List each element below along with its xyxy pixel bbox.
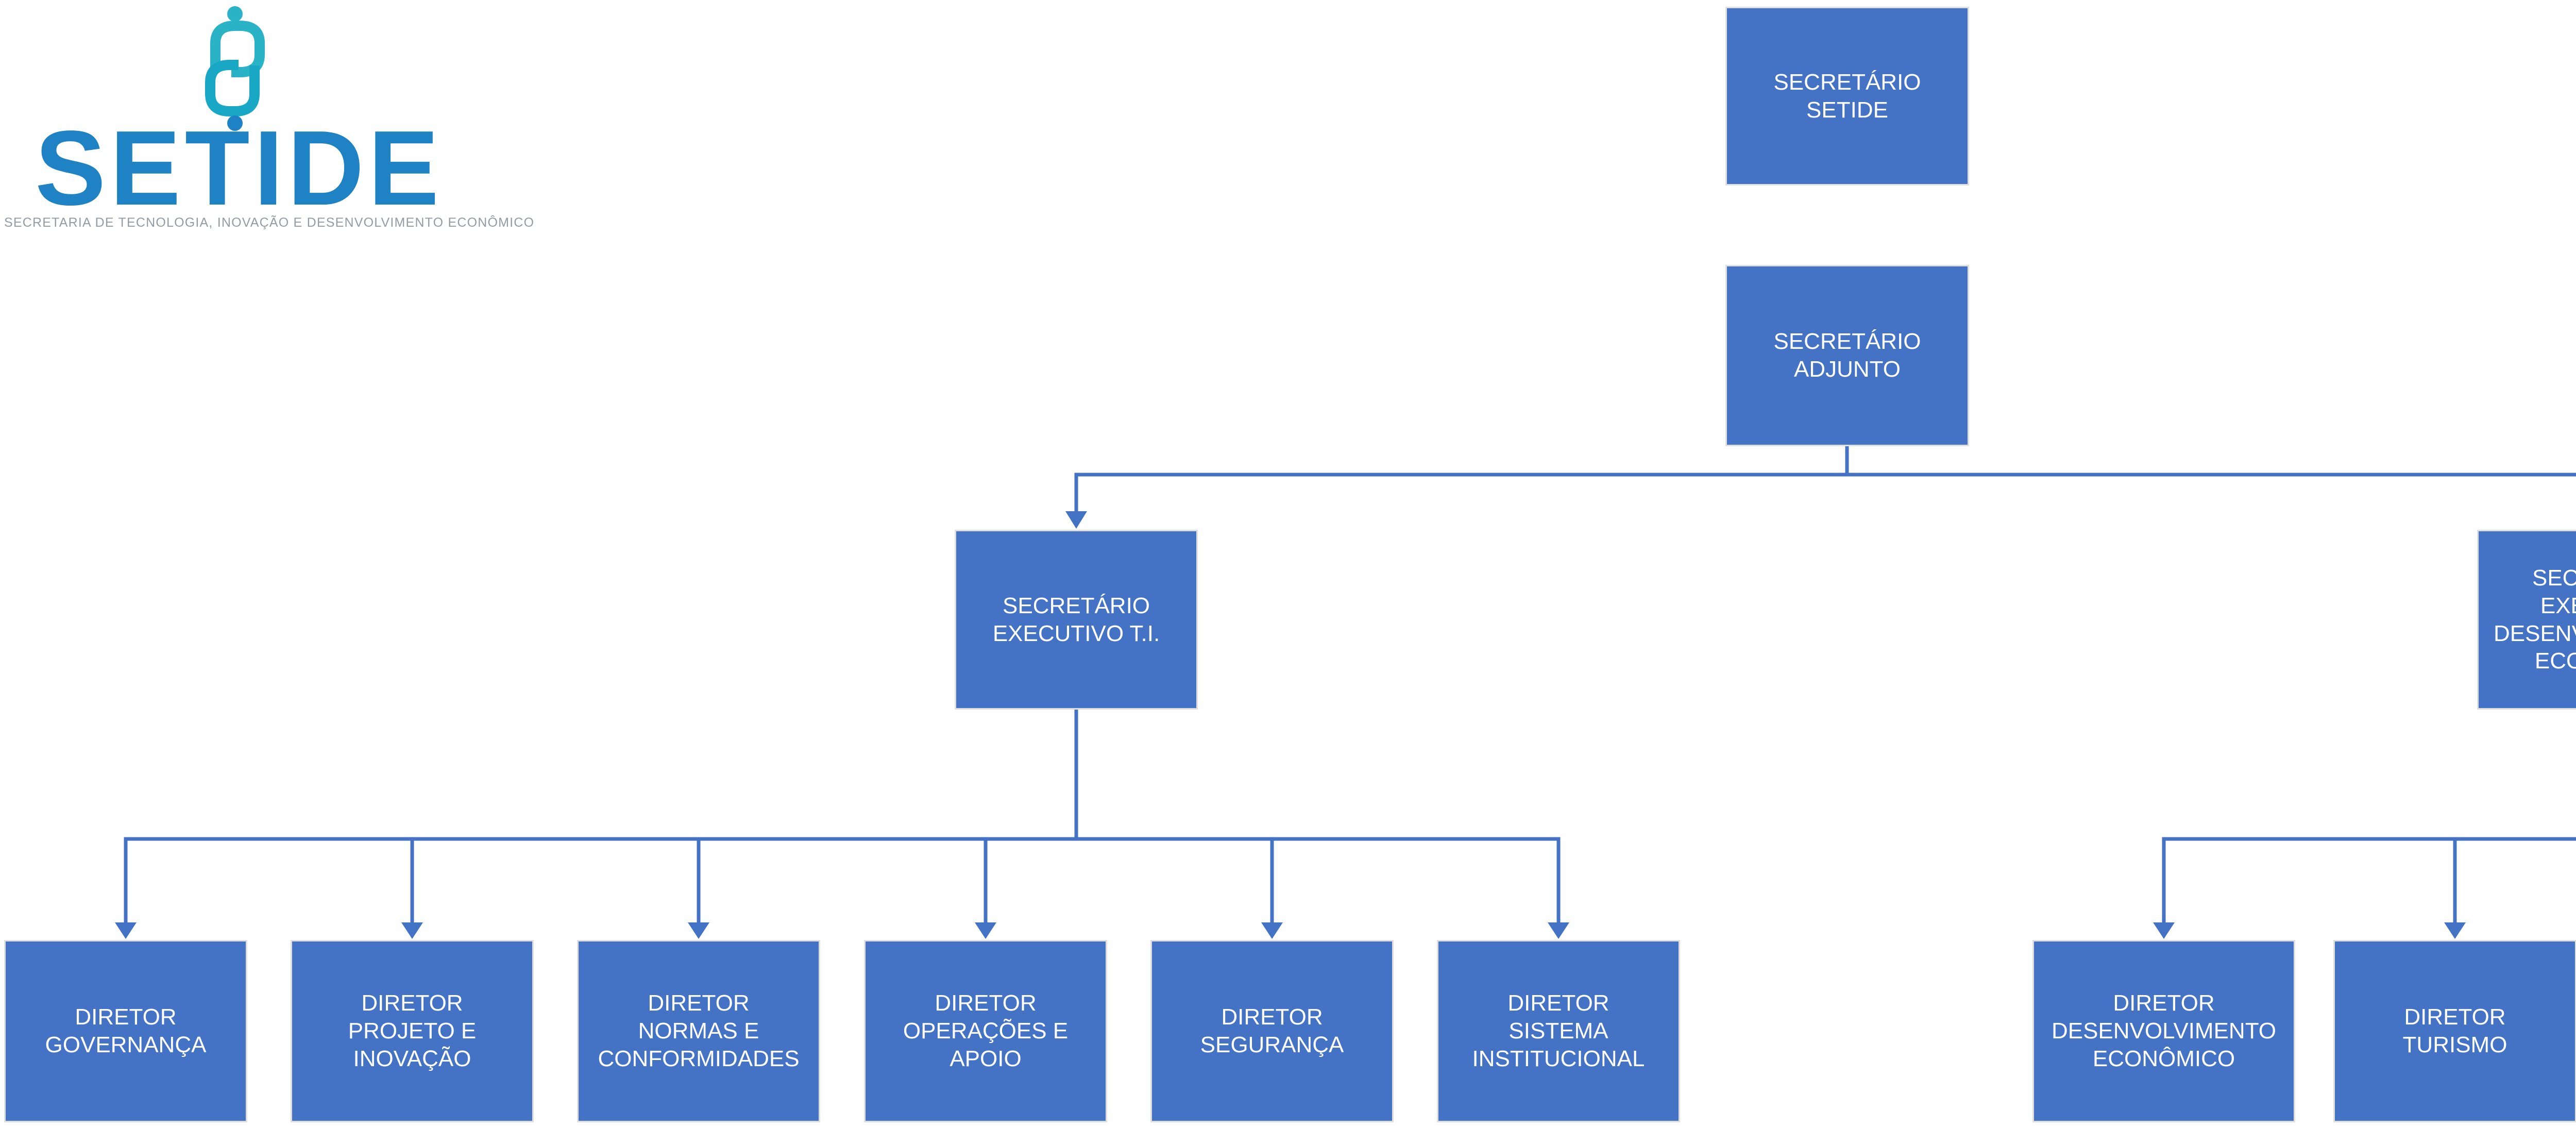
org-node-label: DIRETOR OPERAÇÕES E APOIO [903, 990, 1069, 1071]
org-node-diretor-desenvolvimento-economico: DIRETOR DESENVOLVIMENTO ECONÔMICO [2032, 940, 2295, 1122]
org-node-label: SECRETÁRIO SETIDE [1773, 69, 1921, 123]
org-node-label: DIRETOR NORMAS E CONFORMIDADES [598, 990, 800, 1071]
org-node-label: SECRETÁRIO EXECUTIVO DESENVOLVIMENTO ECO… [2493, 565, 2576, 674]
org-node-label: SECRETÁRIO EXECUTIVO T.I. [992, 593, 1160, 646]
org-node-label: DIRETOR TURISMO [2402, 1004, 2507, 1057]
setide-wordmark: SETIDE [35, 109, 444, 227]
org-node-diretor-turismo: DIRETOR TURISMO [2333, 940, 2576, 1122]
org-node-diretor-governanca: DIRETOR GOVERNANÇA [4, 940, 247, 1122]
org-node-label: DIRETOR DESENVOLVIMENTO ECONÔMICO [2051, 990, 2277, 1071]
setide-tagline: SECRETARIA DE TECNOLOGIA, INOVAÇÃO E DES… [4, 215, 535, 230]
org-node-label: SECRETÁRIO ADJUNTO [1773, 329, 1921, 382]
org-node-diretor-normas-conformidades: DIRETOR NORMAS E CONFORMIDADES [577, 940, 820, 1122]
org-node-secretario-setide: SECRETÁRIO SETIDE [1725, 7, 1969, 186]
org-node-secretario-executivo-desenvolvimento: SECRETÁRIO EXECUTIVO DESENVOLVIMENTO ECO… [2477, 530, 2576, 710]
org-node-diretor-operacoes-apoio: DIRETOR OPERAÇÕES E APOIO [864, 940, 1107, 1122]
org-node-diretor-sistema-institucional: DIRETOR SISTEMA INSTITUCIONAL [1437, 940, 1680, 1122]
org-node-secretario-executivo-ti: SECRETÁRIO EXECUTIVO T.I. [955, 530, 1198, 710]
setide-logo-icon [205, 6, 265, 131]
org-node-label: DIRETOR GOVERNANÇA [45, 1004, 207, 1057]
org-node-label: DIRETOR SISTEMA INSTITUCIONAL [1472, 990, 1645, 1071]
org-node-label: DIRETOR SEGURANÇA [1200, 1004, 1344, 1057]
org-node-label: DIRETOR PROJETO E INOVAÇÃO [348, 990, 477, 1071]
setide-logo: SETIDE SECRETARIA DE TECNOLOGIA, INOVAÇÃ… [4, 5, 535, 242]
org-node-diretor-projeto-inovacao: DIRETOR PROJETO E INOVAÇÃO [291, 940, 534, 1122]
org-node-secretario-adjunto: SECRETÁRIO ADJUNTO [1725, 265, 1969, 446]
org-node-diretor-seguranca: DIRETOR SEGURANÇA [1150, 940, 1394, 1122]
